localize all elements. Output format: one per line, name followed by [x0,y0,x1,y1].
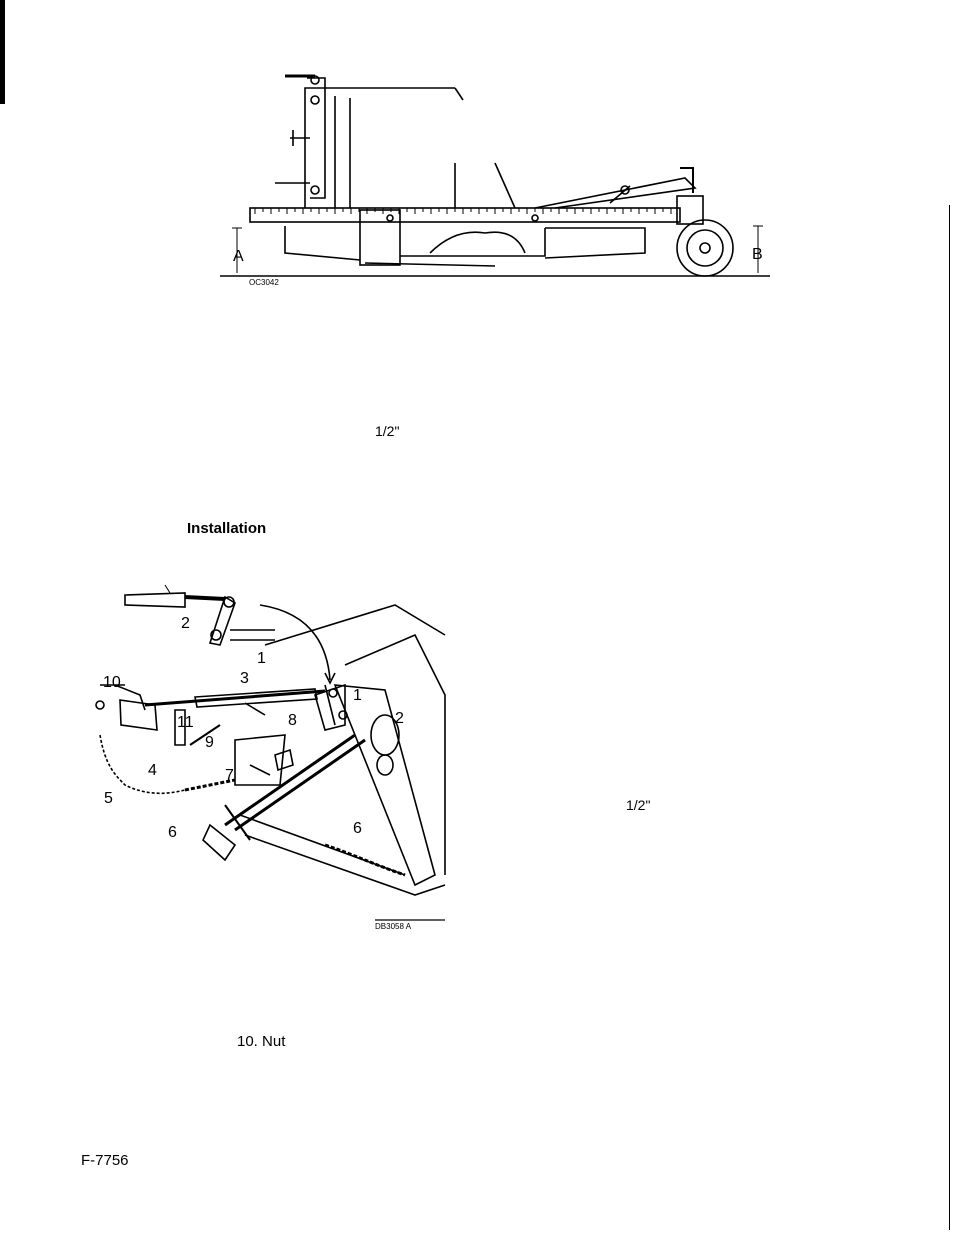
section-heading: Installation [187,520,267,537]
callout-2-inset: 2 [181,615,190,632]
right-margin-rule [949,205,950,1230]
dimension-label-b: B [752,246,763,263]
callout-11: 11 [177,714,194,731]
mower-side-view-figure: A B OC3042 [220,74,770,287]
callout-6-left: 6 [168,824,177,841]
figure-bottom-caption-code: DB3058 A [375,922,412,931]
callout-9: 9 [205,734,214,751]
callout-6-right: 6 [353,820,362,837]
callout-5: 5 [104,790,113,807]
installation-exploded-figure: 2 1 3 1 2 10 11 9 8 4 7 5 6 6 DB3058 A [95,584,446,931]
callout-1-inset: 1 [257,650,266,667]
dimension-label-a: A [233,248,244,265]
callout-8: 8 [288,712,297,729]
text-fraction-1: 1/2" [375,423,400,439]
callout-2: 2 [395,710,404,727]
callout-4: 4 [148,762,157,779]
text-fraction-2: 1/2" [626,797,651,813]
callout-7: 7 [225,767,234,784]
left-margin-bar [0,0,5,104]
legend-item-nut: 10. Nut [237,1033,286,1050]
callout-1: 1 [353,687,362,704]
callout-10: 10 [103,674,121,691]
footer-page-code: F-7756 [81,1152,129,1169]
callout-3: 3 [240,670,249,687]
figure-top-caption-code: OC3042 [249,278,279,287]
